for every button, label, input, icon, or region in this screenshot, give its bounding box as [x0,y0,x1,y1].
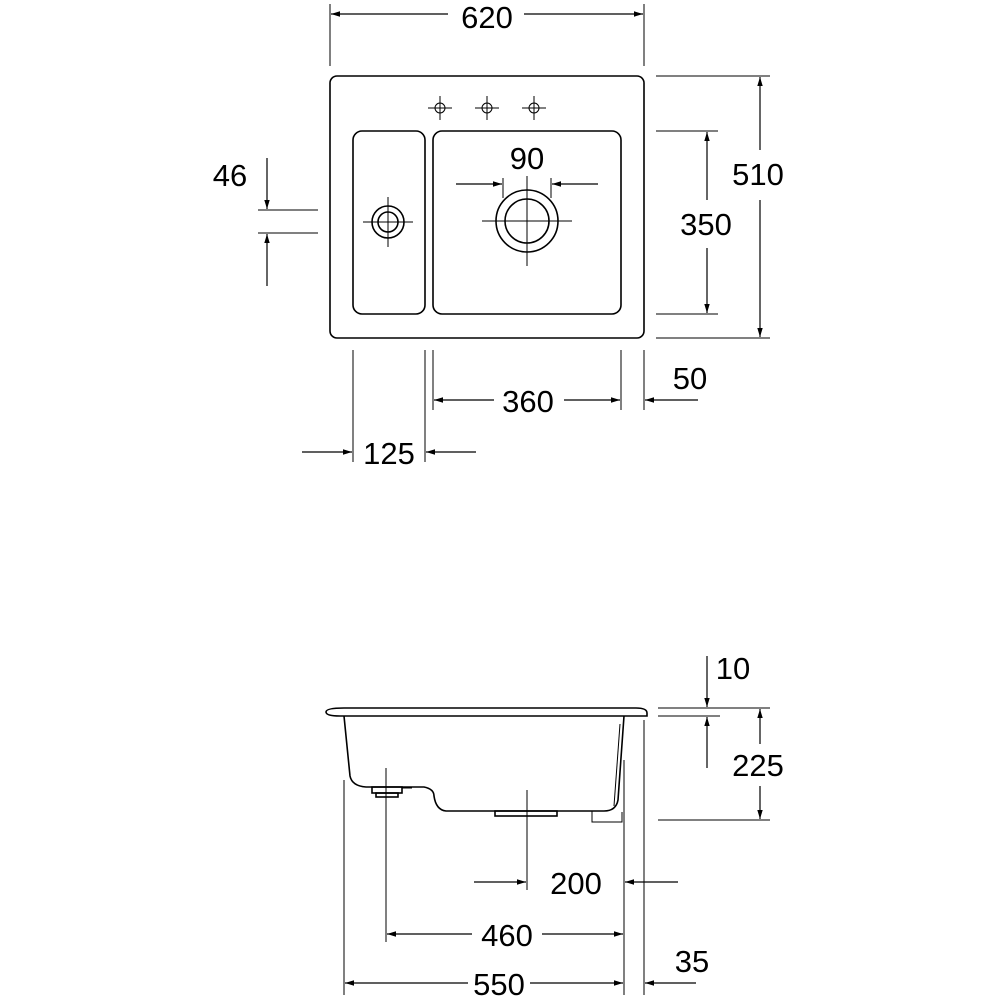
dim-drain-diameter: 90 [510,141,544,176]
side-view [325,656,770,995]
sink-rim [325,707,648,717]
bowl-profile [343,715,625,812]
top-view [258,4,770,462]
dim-main-bowl-width: 360 [502,384,554,419]
dim-right-margin: 50 [673,361,707,396]
sink-outline [329,75,645,339]
dim-rim: 10 [716,651,750,686]
dim-width: 620 [461,0,513,35]
bowl-inner-line [613,723,621,807]
main-drain-fitting [494,810,558,817]
dim-bowl-depth: 225 [732,748,784,783]
dim-inner-length: 460 [481,918,533,953]
main-bowl [432,130,622,315]
main-drain-icon [482,176,572,266]
dim-depth: 510 [732,157,784,192]
small-drain-nut [375,792,399,798]
dim-drain-offset: 200 [550,866,602,901]
dim-small-bowl-width: 125 [363,436,415,471]
tap-hole-marker-2-icon [475,96,499,120]
small-drain-fitting [371,786,403,794]
tap-hole-marker-1-icon [428,96,452,120]
overflow-fitting [591,811,623,823]
dim-bottom-length: 550 [473,967,525,998]
tap-hole-marker-3-icon [522,96,546,120]
small-drain-icon [363,197,413,247]
small-bowl [352,130,426,315]
dim-small-bowl-offset: 46 [213,158,247,193]
dim-main-bowl-depth: 350 [680,207,732,242]
dim-overflow: 35 [675,944,709,979]
